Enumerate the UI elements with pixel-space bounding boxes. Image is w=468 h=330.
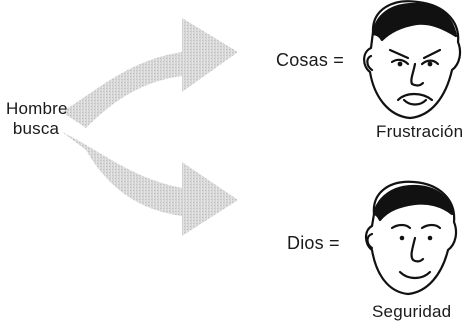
outcome-caption-security: Seguridad [372, 302, 452, 321]
outcome-caption-frustration: Frustración [376, 122, 464, 141]
arrow-down-icon [62, 132, 238, 236]
source-label-line1: Hombre [6, 99, 68, 118]
frustrated-face-icon [363, 0, 462, 120]
arrow-up-icon [62, 18, 238, 128]
source-label: Hombre busca [6, 99, 68, 139]
source-label-line2: busca [12, 119, 60, 138]
equation-label-god: Dios = [287, 233, 340, 253]
equation-label-things: Cosas = [276, 50, 344, 70]
content-face-icon [364, 180, 458, 296]
